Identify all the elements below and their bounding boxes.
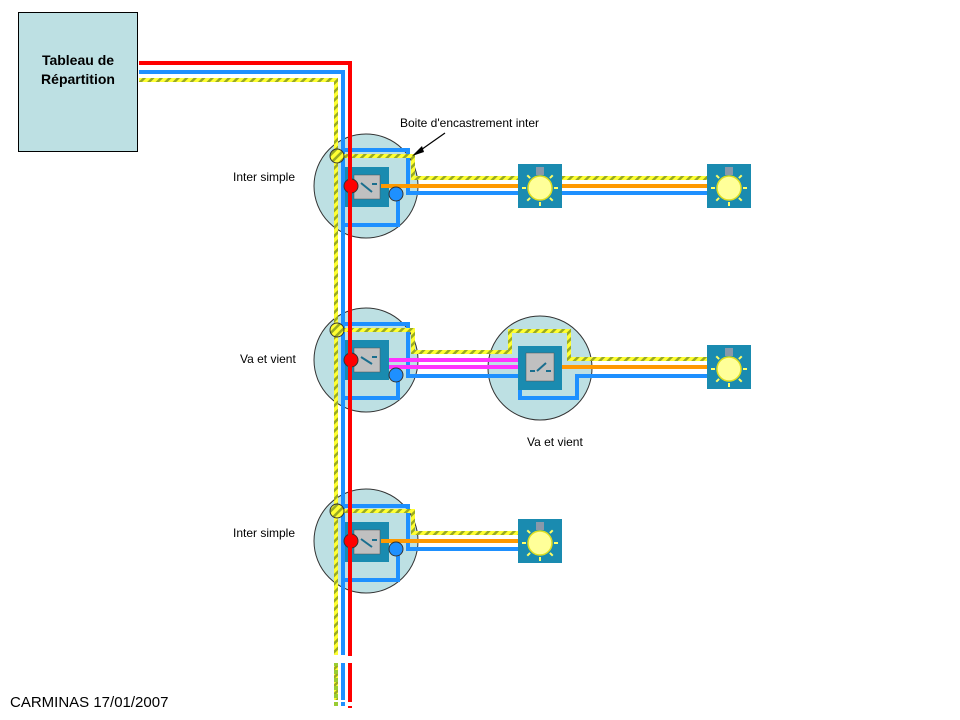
lamp-3[interactable] <box>707 345 751 389</box>
neutral-feed-wire <box>139 70 345 700</box>
neutral-terminal-2 <box>388 367 404 383</box>
lamp-4[interactable] <box>518 519 562 563</box>
neutral-loop-1 <box>343 200 400 227</box>
earth-terminal-2 <box>329 322 345 338</box>
lamp-2[interactable] <box>707 164 751 208</box>
annotation-label: Boite d'encastrement inter <box>400 116 540 130</box>
neutral-loop-3 <box>343 555 400 582</box>
panel-title-line1: Tableau de <box>41 52 115 68</box>
earth-branch-3 <box>336 509 525 535</box>
earth-feed-wire <box>139 78 338 700</box>
neutral-branch-3 <box>343 504 525 551</box>
neutral-branch-1 <box>343 148 750 195</box>
neutral-loop-2 <box>343 380 400 400</box>
circuit-2-second-switch-label: Va et vient <box>527 435 583 449</box>
earth-terminal-3 <box>329 503 345 519</box>
lamp-1[interactable] <box>518 164 562 208</box>
circuit-1-label: Inter simple <box>233 170 296 184</box>
neutral-terminal-1 <box>388 186 404 202</box>
footer-credit: CARMINAS 17/01/2007 <box>10 694 169 711</box>
neutral-terminal-3 <box>388 541 404 557</box>
earth-branch-2 <box>336 328 750 361</box>
earth-terminal-1 <box>329 148 345 164</box>
circuit-2-label: Va et vient <box>240 352 296 366</box>
panel-title-line2: Répartition <box>41 71 115 87</box>
earth-branch-1 <box>336 154 750 180</box>
annotation-arrowhead <box>412 146 424 156</box>
distribution-panel[interactable]: Tableau de Répartition <box>18 12 138 152</box>
circuit-3-label: Inter simple <box>233 526 296 540</box>
panel-title: Tableau de Répartition <box>41 51 115 89</box>
